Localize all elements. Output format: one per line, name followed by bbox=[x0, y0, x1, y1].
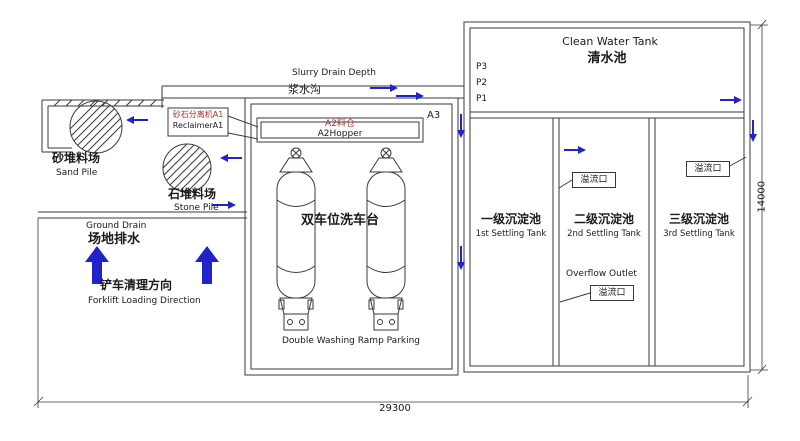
stone-pile-label-en: Stone Pile bbox=[174, 203, 219, 213]
width-dimension-label: 29300 bbox=[379, 403, 411, 414]
ground-drain-label-zh: 场地排水 bbox=[88, 232, 141, 247]
sand-enclosure-walls bbox=[41, 99, 164, 153]
hopper-label-zh: A2料仓 bbox=[325, 119, 355, 129]
hopper-label-en: A2Hopper bbox=[317, 129, 363, 139]
overflow-outlet-label-en: Overflow Outlet bbox=[566, 269, 637, 279]
settling-tank-3-label-en: 3rd Settling Tank bbox=[663, 229, 735, 239]
settling-tank-2-label-zh: 二级沉淀池 bbox=[573, 212, 634, 226]
flow-arrows bbox=[126, 84, 757, 270]
washing-bay-label-zh: 双车位洗车台 bbox=[300, 213, 379, 228]
tank-walls bbox=[463, 21, 751, 373]
reclaimer-label-en: ReclaimerA1 bbox=[172, 121, 224, 130]
sand-pile-label-en: Sand Pile bbox=[56, 168, 98, 178]
settling-tank-1-label-en: 1st Settling Tank bbox=[475, 229, 547, 239]
slurry-drain-label-en: Slurry Drain Depth bbox=[292, 68, 376, 78]
forklift-direction-label-zh: 铲车清理方向 bbox=[100, 278, 173, 292]
forklift-direction-label-en: Forklift Loading Direction bbox=[88, 296, 201, 306]
washing-bay-walls bbox=[244, 97, 459, 376]
height-dimension-label: 14000 bbox=[756, 180, 768, 213]
reclaimer-box bbox=[167, 107, 259, 140]
overflow-leader-lines bbox=[558, 156, 747, 303]
ground-drain-channel bbox=[38, 211, 247, 219]
reclaimer-label-zh: 砂石分离机A1 bbox=[172, 110, 224, 119]
slurry-drain-channel bbox=[161, 85, 464, 108]
overflow-outlet-tag-2: 溢流口 bbox=[686, 161, 730, 177]
clean-water-tank-label-zh: 清水池 bbox=[587, 51, 627, 66]
level-p2-label: P2 bbox=[476, 78, 488, 88]
truck-left bbox=[276, 147, 316, 331]
slurry-drain-label-zh: 浆水沟 bbox=[288, 83, 321, 96]
overflow-outlet-tag-1: 溢流口 bbox=[572, 172, 616, 188]
a3-label: A3 bbox=[427, 110, 441, 121]
washing-bay-label-en: Double Washing Ramp Parking bbox=[281, 336, 421, 346]
settling-tank-3-label-zh: 三级沉淀池 bbox=[668, 212, 729, 226]
ground-drain-label-en: Ground Drain bbox=[86, 221, 147, 231]
level-p3-label: P3 bbox=[476, 62, 488, 72]
sand-pile-label-zh: 砂堆料场 bbox=[52, 151, 101, 165]
truck-right bbox=[366, 147, 406, 331]
settling-tank-2-label-en: 2nd Settling Tank bbox=[567, 229, 641, 239]
dimension-lines bbox=[33, 19, 768, 408]
overflow-outlet-tag-3: 溢流口 bbox=[590, 285, 634, 301]
stone-pile-label-zh: 石堆料场 bbox=[168, 187, 217, 201]
clean-water-tank-label-en: Clean Water Tank bbox=[562, 35, 658, 48]
settling-tank-1-label-zh: 一级沉淀池 bbox=[480, 212, 541, 226]
level-p1-label: P1 bbox=[476, 94, 488, 104]
forklift-direction-arrows bbox=[85, 246, 219, 284]
